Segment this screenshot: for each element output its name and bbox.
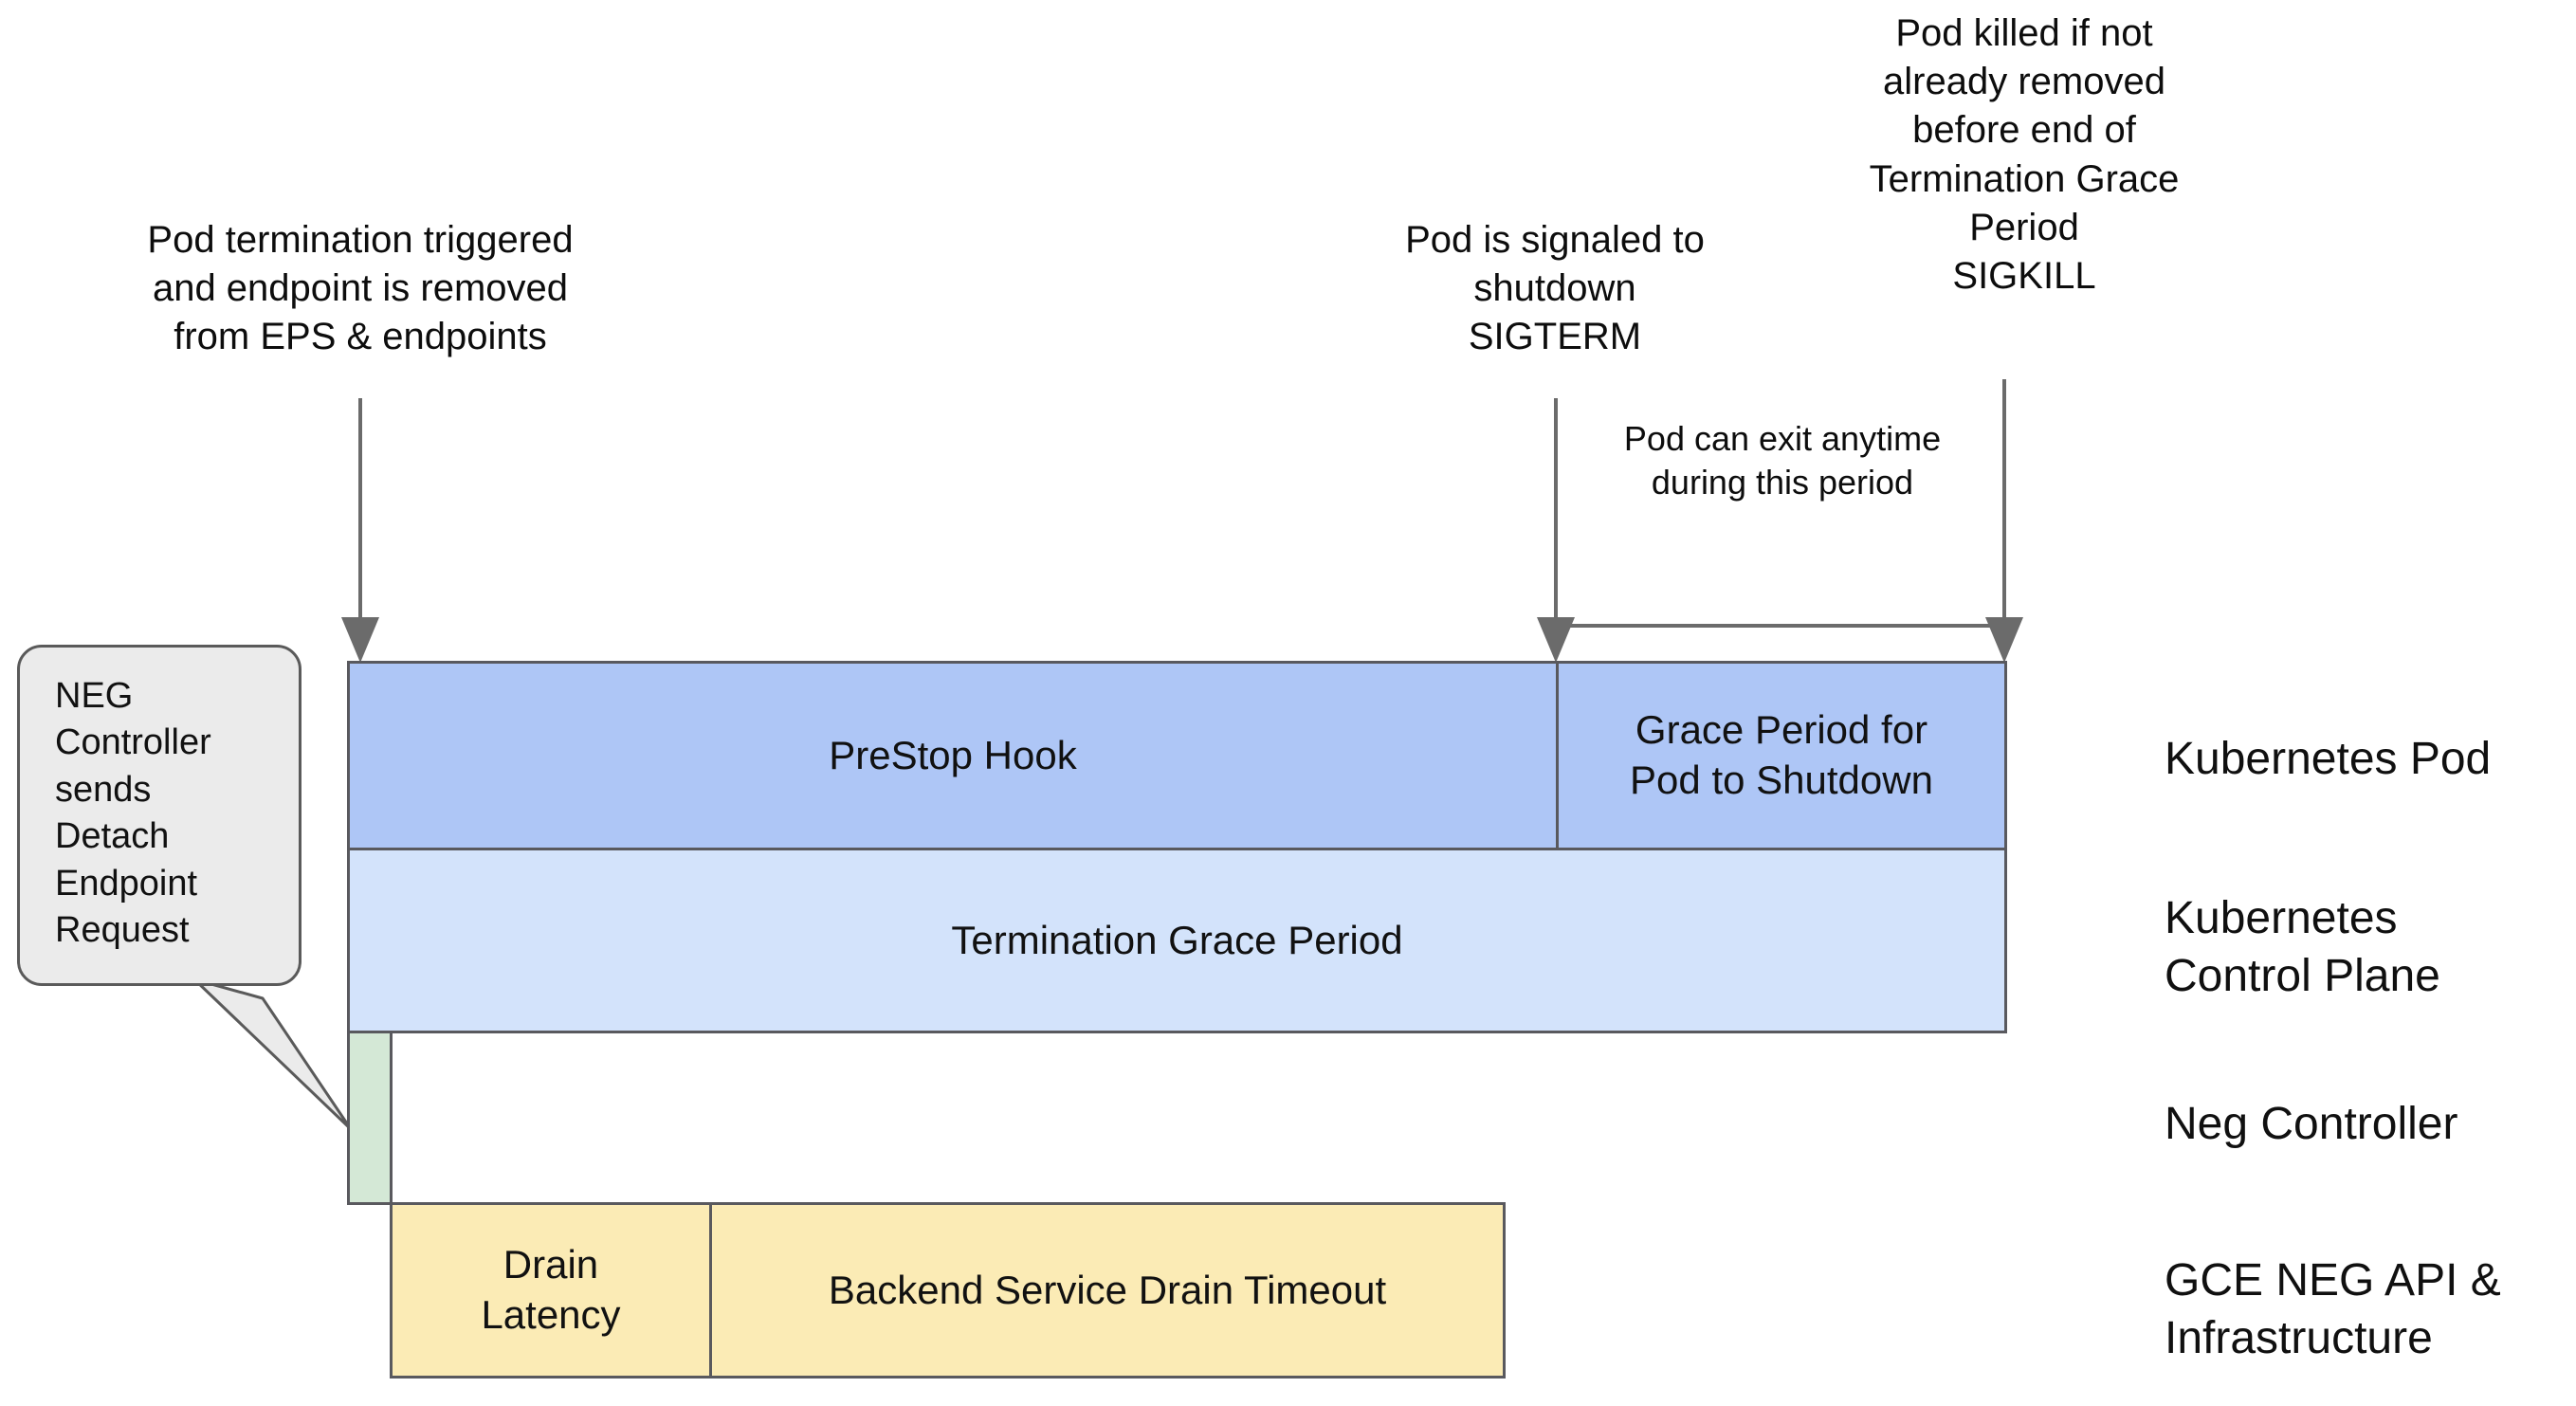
annotation-pod-signaled-shutdown: Pod is signaled to shutdown SIGTERM <box>1405 219 1705 358</box>
bar-prestop-hook[interactable]: PreStop Hook <box>347 661 1559 850</box>
annotation-pod-can-exit-anytime: Pod can exit anytime during this period <box>1623 419 1942 502</box>
lane-label-neg-controller: Neg Controller <box>2165 1099 2458 1149</box>
lane-label-gce-neg-api: GCE NEG API & Infrastructure <box>2165 1255 2501 1364</box>
lane-label-kubernetes-pod: Kubernetes Pod <box>2165 734 2492 784</box>
bar-drain-latency[interactable]: Drain Latency <box>390 1202 712 1379</box>
callout-tail <box>192 977 353 1131</box>
neg-controller-callout <box>17 645 301 986</box>
neg-controller-callout-text: NEG Controller sends Detach Endpoint Req… <box>55 676 211 950</box>
annotation-pod-killed-sigkill: Pod killed if not already removed before… <box>1869 12 2180 297</box>
bar-grace-period-pod-shutdown[interactable]: Grace Period for Pod to Shutdown <box>1556 661 2007 850</box>
lane-label-kubernetes-control-plane: Kubernetes Control Plane <box>2165 893 2440 1002</box>
bar-termination-grace-period[interactable]: Termination Grace Period <box>347 848 2007 1033</box>
annotation-pod-termination-triggered: Pod termination triggered and endpoint i… <box>147 219 574 358</box>
bar-neg-detach-block[interactable] <box>347 1031 393 1205</box>
bar-backend-service-drain-timeout[interactable]: Backend Service Drain Timeout <box>709 1202 1506 1379</box>
